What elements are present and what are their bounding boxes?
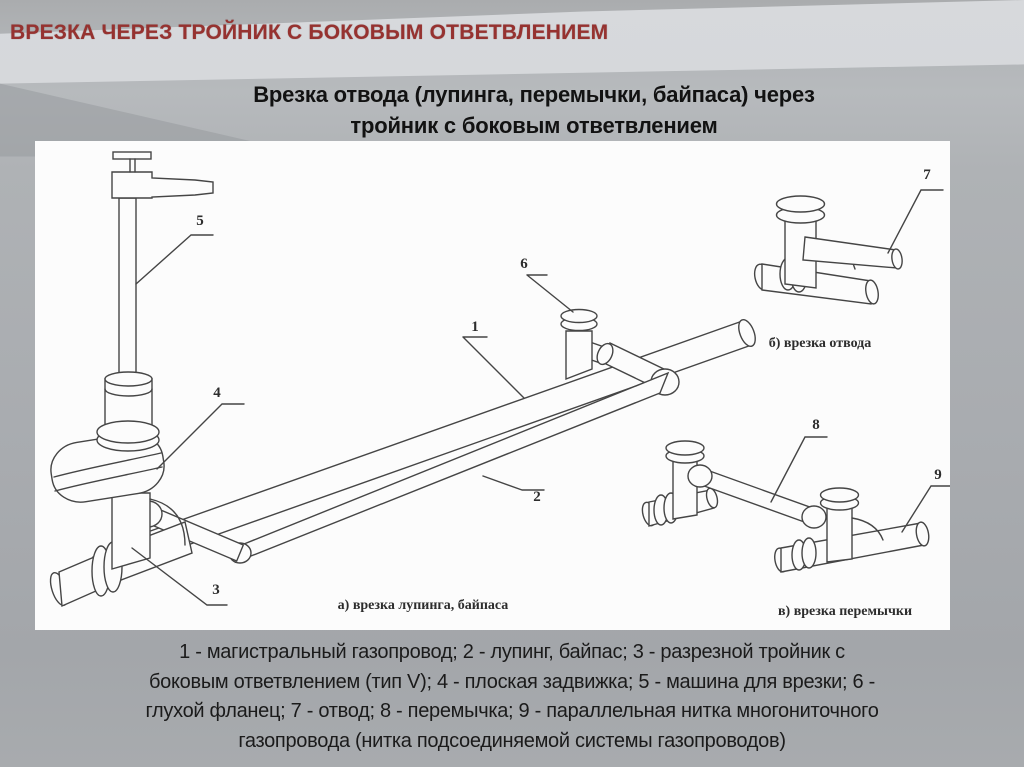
figure-legend: 1 - магистральный газопровод; 2 - лупинг… xyxy=(62,638,962,756)
tee-with-flange-b xyxy=(753,195,879,305)
figure-caption-b: б) врезка отвода xyxy=(769,336,872,351)
callout-4: 4 xyxy=(213,385,221,401)
callout-1: 1 xyxy=(471,319,479,335)
legend-line-3: глухой фланец; 7 - отвод; 8 - перемычка;… xyxy=(145,700,879,722)
callout-leaders-a xyxy=(131,234,574,606)
callout-3: 3 xyxy=(212,582,220,598)
split-tee xyxy=(49,492,193,608)
jumper-pipe xyxy=(687,464,827,529)
legend-line-4: газопровода (нитка подсоединяемой систем… xyxy=(238,729,786,752)
figure-caption-a: а) врезка лупинга, байпаса xyxy=(338,598,509,613)
callout-7: 7 xyxy=(923,167,931,183)
callout-8: 8 xyxy=(812,417,820,433)
callout-5: 5 xyxy=(196,213,204,229)
figure-drawing: 5 1 6 4 3 2 а) врезка лупинга, байпаса 7… xyxy=(49,151,950,619)
page-title: ВРЕЗКА ЧЕРЕЗ ТРОЙНИК С БОКОВЫМ ОТВЕТВЛЕН… xyxy=(10,21,609,45)
branch-pipe xyxy=(802,236,903,270)
callout-leaders-v xyxy=(770,436,950,533)
main-pipeline xyxy=(149,318,756,556)
right-tee xyxy=(819,487,884,563)
callout-leader-7 xyxy=(887,189,944,254)
looping-pipe xyxy=(133,342,680,564)
callout-6: 6 xyxy=(520,256,528,272)
diagram-a-looping-tapping: 5 1 6 4 3 2 а) врезка лупинга, байпаса xyxy=(49,151,756,613)
figure-heading-line1: Врезка отвода (лупинга, перемычки, байпа… xyxy=(253,82,815,107)
callout-2: 2 xyxy=(533,489,541,505)
legend-line-2: боковым ответвлением (тип V); 4 - плоска… xyxy=(149,670,875,693)
figure-heading: Врезка отвода (лупинга, перемычки, байпа… xyxy=(120,79,948,141)
tapping-machine xyxy=(96,151,214,452)
tee-with-blind-flange xyxy=(560,308,608,381)
diagram-panel: 5 1 6 4 3 2 а) врезка лупинга, байпаса 7… xyxy=(35,141,950,630)
figure-heading-line2: тройник с боковым ответвлением xyxy=(350,113,718,138)
callout-9: 9 xyxy=(934,467,942,483)
diagram-b-branch-tapping: 7 б) врезка отвода xyxy=(753,167,944,351)
legend-line-1: 1 - магистральный газопровод; 2 - лупинг… xyxy=(179,641,845,663)
diagram-v-jumper-tapping: 8 9 в) врезка перемычки xyxy=(641,417,950,619)
figure-caption-v: в) врезка перемычки xyxy=(778,604,912,619)
